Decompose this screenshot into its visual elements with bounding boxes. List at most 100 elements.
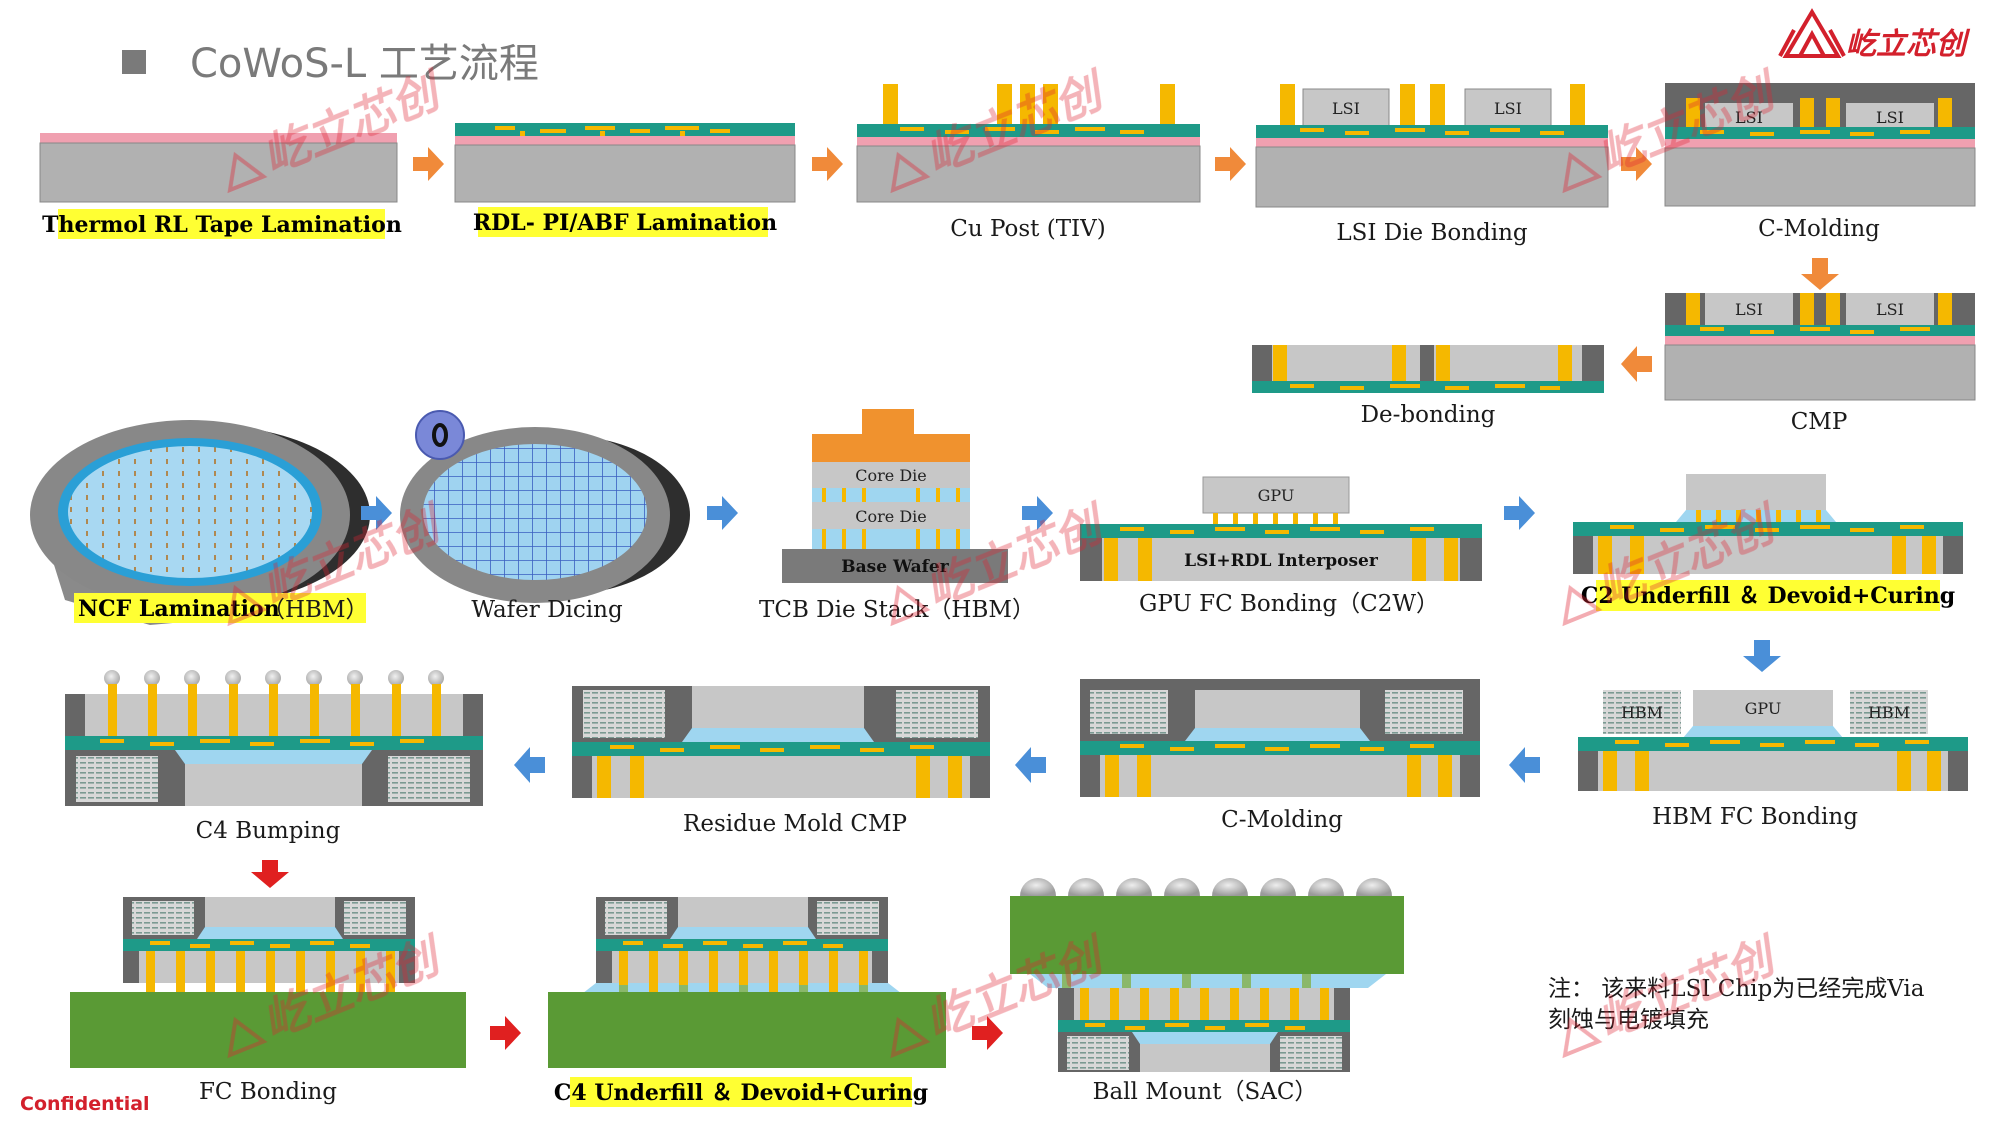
title-bullet bbox=[122, 50, 146, 74]
lsi-die bbox=[1302, 88, 1390, 127]
step-thermal-tape: Thermol RL Tape Lamination bbox=[39, 133, 402, 239]
arrow-down-icon bbox=[1801, 258, 1839, 290]
arrow-down-icon bbox=[1743, 640, 1781, 672]
hbm-stack bbox=[1850, 690, 1928, 734]
step-label: Thermol RL Tape Lamination bbox=[42, 212, 402, 238]
arrow-right-icon bbox=[490, 1016, 521, 1050]
step-residue-mold-cmp: Residue Mold CMP bbox=[572, 686, 990, 837]
step-label: GPU FC Bonding（C2W） bbox=[1139, 591, 1439, 617]
lsi-die-label: LSI bbox=[1494, 99, 1522, 118]
brand-logo: 屹立芯创 bbox=[1778, 8, 1971, 62]
step-c-molding-2: C-Molding bbox=[1080, 679, 1480, 833]
step-label: HBM FC Bonding bbox=[1652, 804, 1858, 830]
arrow-right-icon bbox=[413, 147, 444, 181]
step-label: Ball Mount（SAC） bbox=[1093, 1079, 1318, 1105]
step-ball-mount: Ball Mount（SAC） bbox=[1010, 878, 1404, 1105]
watermark-logo-icon bbox=[1562, 151, 1603, 194]
step-label: Residue Mold CMP bbox=[683, 811, 907, 837]
arrow-left-icon bbox=[1015, 747, 1046, 783]
step-c4-underfill: C4 Underfill ＆ Devoid+Curing bbox=[548, 897, 946, 1107]
base-wafer-label: Base Wafer bbox=[841, 557, 949, 577]
package-substrate bbox=[70, 992, 466, 1068]
page-title: CoWoS-L 工艺流程 bbox=[190, 41, 539, 87]
step-c4-bumping: C4 Bumping bbox=[65, 670, 483, 844]
step-gpu-fc-bonding: GPU LSI+RDL Interposer GPU FC Bonding（C2… bbox=[1080, 476, 1482, 617]
step-label: LSI Die Bonding bbox=[1336, 220, 1528, 246]
logo-mark-icon bbox=[1782, 8, 1842, 58]
step-label: C2 Underfill ＆ Devoid+Curing bbox=[1581, 583, 1955, 609]
step-hbm-fc-bonding: HBM GPU HBM HBM FC Bonding bbox=[1578, 690, 1968, 830]
step-label: C-Molding bbox=[1221, 807, 1343, 833]
step-label: TCB Die Stack（HBM） bbox=[759, 597, 1035, 623]
step-label-highlight bbox=[570, 1077, 912, 1107]
arrow-left-icon bbox=[1621, 346, 1652, 382]
step-label: FC Bonding bbox=[199, 1079, 337, 1105]
gpu-die bbox=[1693, 690, 1833, 726]
confidential-label: Confidential bbox=[20, 1093, 150, 1115]
arrow-right-icon bbox=[361, 496, 392, 530]
step-label: CMP bbox=[1791, 409, 1848, 435]
package-substrate bbox=[548, 992, 946, 1068]
arrow-right-icon bbox=[1215, 147, 1246, 181]
step-label: RDL- PI/ABF Lamination bbox=[473, 210, 777, 236]
watermark-logo-icon bbox=[227, 584, 268, 627]
step-tcb-die-stack: Core Die Core Die Base Wafer TCB Die Sta… bbox=[759, 409, 1035, 623]
step-label-highlight bbox=[478, 207, 768, 237]
lsi-die bbox=[1464, 88, 1552, 127]
step-label: De-bonding bbox=[1361, 402, 1496, 428]
step-label-highlight bbox=[74, 593, 366, 623]
hbm-stack bbox=[1603, 690, 1681, 734]
watermark-logo-icon bbox=[1562, 1016, 1603, 1059]
step-ncf-lamination: NCF Lamination （HBM） bbox=[30, 420, 370, 625]
arrow-right-icon bbox=[1022, 496, 1053, 530]
arrow-right-icon bbox=[1504, 496, 1535, 530]
watermark-logo-icon bbox=[890, 1016, 931, 1059]
arrow-left-icon bbox=[514, 747, 545, 783]
step-label: C-Molding bbox=[1758, 216, 1880, 242]
step-fc-bonding: FC Bonding bbox=[70, 897, 466, 1105]
step-rdl-lamination: RDL- PI/ABF Lamination bbox=[454, 123, 796, 237]
step-label-suffix: （HBM） bbox=[262, 597, 369, 623]
watermark-logo-icon bbox=[1562, 584, 1603, 627]
arrow-right-icon bbox=[812, 147, 843, 181]
lsi-die-label: LSI bbox=[1735, 108, 1763, 127]
solder-ball-row bbox=[1020, 878, 1392, 896]
step-wafer-dicing: Wafer Dicing bbox=[400, 410, 690, 623]
note-line-1: 注： 该来料LSI Chip为已经完成Via bbox=[1548, 976, 1925, 1002]
package-substrate bbox=[1010, 896, 1404, 974]
lsi-die-label: LSI bbox=[1332, 99, 1360, 118]
core-die-label: Core Die bbox=[855, 507, 927, 526]
step-c-molding-1: LSI LSI C-Molding bbox=[1664, 83, 1976, 242]
hbm-label: HBM bbox=[1621, 703, 1663, 722]
lsi-die-label: LSI bbox=[1876, 108, 1904, 127]
hbm-label: HBM bbox=[1868, 703, 1910, 722]
logo-text: 屹立芯创 bbox=[1846, 27, 1971, 62]
step-label: Cu Post (TIV) bbox=[950, 216, 1105, 242]
arrow-right-icon bbox=[972, 1016, 1003, 1050]
step-label-highlight bbox=[1596, 580, 1940, 611]
step-c2-underfill: C2 Underfill ＆ Devoid+Curing bbox=[1573, 474, 1963, 611]
step-cmp: LSI LSI CMP bbox=[1664, 293, 1976, 435]
core-die-label: Core Die bbox=[855, 466, 927, 485]
interposer-label: LSI+RDL Interposer bbox=[1184, 551, 1379, 571]
note-line-2: 刻蚀与电镀填充 bbox=[1548, 1007, 1709, 1033]
step-label-highlight bbox=[58, 209, 385, 239]
dicing-blade-icon bbox=[415, 410, 465, 460]
gpu-die-label: GPU bbox=[1745, 699, 1782, 718]
lsi-die-label: LSI bbox=[1735, 300, 1763, 319]
arrow-right-icon bbox=[1621, 147, 1652, 181]
step-de-bonding: De-bonding bbox=[1252, 345, 1604, 428]
step-label: NCF Lamination bbox=[78, 596, 280, 622]
watermark-logo-icon bbox=[890, 151, 931, 194]
step-lsi-die-bonding: LSI LSI LSI Die Bonding bbox=[1255, 84, 1609, 246]
step-label: C4 Bumping bbox=[196, 818, 341, 844]
step-label: C4 Underfill ＆ Devoid+Curing bbox=[554, 1080, 928, 1106]
step-label: Wafer Dicing bbox=[471, 597, 623, 623]
watermark-logo-icon bbox=[890, 584, 931, 627]
arrow-left-icon bbox=[1509, 747, 1540, 783]
watermark-logo-icon bbox=[227, 1016, 268, 1059]
watermark-logo-icon bbox=[227, 151, 268, 194]
arrow-right-icon bbox=[707, 496, 738, 530]
arrow-down-icon bbox=[251, 860, 289, 888]
